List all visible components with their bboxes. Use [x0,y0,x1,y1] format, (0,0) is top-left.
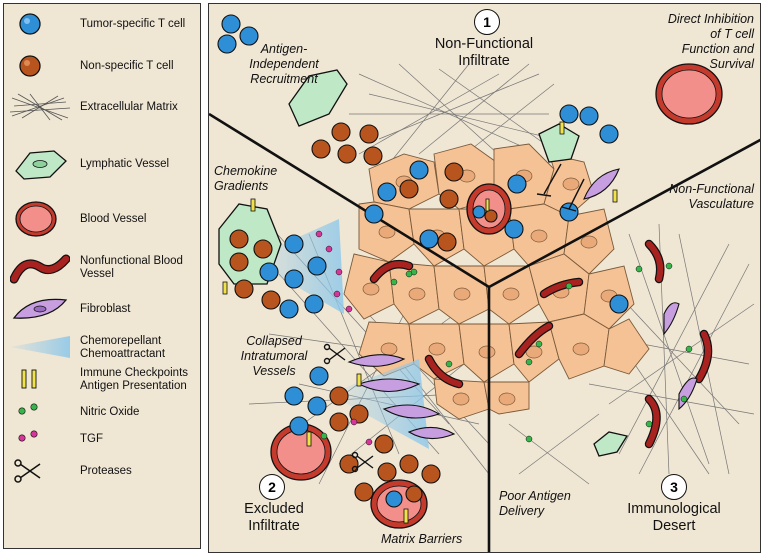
caption-direct-inhibition: Direct Inhibition of T cell Function and… [624,12,754,72]
zone-3-title-line: Immunological [627,501,721,517]
caption-collapsed-vessels: Collapsed Intratumoral Vessels [219,334,329,379]
caption-line: Delivery [499,504,545,518]
caption-line: Survival [709,57,754,71]
caption-antigen-independent: Antigen- Independent Recruitment [229,42,339,87]
legend-label: Nonfunctional Blood Vessel [80,255,183,281]
tgf-dots [315,230,373,446]
zone-3-title-line: Desert [652,518,696,534]
caption-matrix-barriers: Matrix Barriers [381,532,491,547]
fibroblast-icon [12,298,68,319]
legend-item: Proteases [4,456,202,486]
caption-poor-antigen-delivery: Poor Antigen Delivery [499,489,599,519]
caption-line: Antigen- [260,42,308,56]
caption-line: Recruitment [250,72,318,86]
zone-1-number: 1 [474,9,500,35]
ecm-fibers-top [349,63,560,165]
legend-label-line: Immune Checkpoints [80,367,189,379]
legend-item: Immune Checkpoints Antigen Presentation [4,364,202,394]
caption-line: Independent [249,57,319,71]
caption-line: Intratumoral [240,349,308,363]
inhibition-arrows [536,163,585,212]
caption-line: Matrix Barriers [381,532,463,546]
legend-item: TGF [4,424,202,454]
nonfunctional-vessels [369,239,713,449]
legend-label-line: Antigen Presentation [80,380,187,392]
zone-2-title-line: Infiltrate [248,518,300,534]
zone-1-title: Non-Functional Infiltrate [414,36,554,70]
chemokine-gradient-left [249,219,344,314]
protease-scissors-icon [14,459,41,483]
legend-label: Lymphatic Vessel [80,158,170,170]
blood-vessel-icon [15,201,57,237]
nitric-oxide-dots [320,262,693,443]
protease-scissors [323,343,374,473]
legend-label-line: Chemorepellant [80,335,162,347]
legend-label: Non-specific T cell [80,60,174,72]
zone-1-title-line: Infiltrate [458,53,510,69]
tumor-specific-t-cells [217,14,629,508]
caption-line: Vessels [252,364,296,378]
legend-label: Extracellular Matrix [80,101,178,113]
legend-label: Proteases [80,465,132,477]
legend-item: Non-specific T cell [4,51,202,81]
zone-3-title: Immunological Desert [614,501,734,535]
non-specific-t-cell-icon [19,55,41,77]
zone-1-title-line: Non-Functional [434,36,534,52]
chemokine-gradient-icon [10,336,70,358]
legend-label: Nitric Oxide [80,406,140,418]
caption-line: Direct Inhibition [667,12,754,26]
zone-dividers [209,112,760,552]
nitric-oxide-icon [18,403,38,415]
caption-line: Chemokine [214,164,278,178]
tumor-microenvironment-scene: 1 Non-Functional Infiltrate 2 Excluded I… [208,3,761,553]
caption-non-functional-vasculature: Non-Functional Vasculature [634,182,754,212]
caption-line: Gradients [214,179,269,193]
zone-3-number: 3 [661,474,687,500]
legend-label-line: Nonfunctional Blood [80,255,183,267]
legend-panel: Tumor-specific T cell Non-specific T cel… [3,3,201,549]
legend-label: Tumor-specific T cell [80,18,186,30]
caption-line: Vasculature [688,197,754,211]
zone-2-title: Excluded Infiltrate [219,501,329,535]
checkpoint-markers [222,121,618,524]
tgf-icon [18,430,38,442]
tumor-specific-t-cell-icon [19,13,41,35]
caption-line: Collapsed [246,334,302,348]
legend-item: Extracellular Matrix [4,92,202,122]
legend-item: Nonfunctional Blood Vessel [4,251,202,287]
scene-illustration [209,14,760,552]
caption-chemokine-gradients: Chemokine Gradients [214,164,314,194]
legend-item: Lymphatic Vessel [4,147,202,181]
legend-item: Fibroblast [4,294,202,324]
caption-line: Non-Functional [669,182,754,196]
zone-2-title-line: Excluded [244,501,304,517]
legend-item: Chemorepellant Chemoattractant [4,332,202,362]
checkpoint-marker-icon [21,369,37,389]
legend-label: Blood Vessel [80,213,147,225]
caption-line: Poor Antigen [499,489,571,503]
legend-label: Chemorepellant Chemoattractant [80,335,165,361]
legend-item: Blood Vessel [4,199,202,239]
legend-label: TGF [80,433,103,445]
legend-item: Tumor-specific T cell [4,9,202,39]
legend-label-line: Chemoattractant [80,348,166,360]
legend-item: Nitric Oxide [4,397,202,427]
caption-line: of T cell [710,27,754,41]
nonfunctional-blood-vessel-icon [10,254,70,284]
non-specific-t-cells [229,122,498,503]
lymphatic-vessel-icon [15,150,67,180]
extracellular-matrix-icon [10,93,70,121]
legend-label: Fibroblast [80,303,131,315]
legend-label-line: Vessel [80,268,114,280]
caption-line: Function and [681,42,754,56]
zone-2-number: 2 [259,474,285,500]
legend-label: Immune Checkpoints Antigen Presentation [80,367,188,393]
